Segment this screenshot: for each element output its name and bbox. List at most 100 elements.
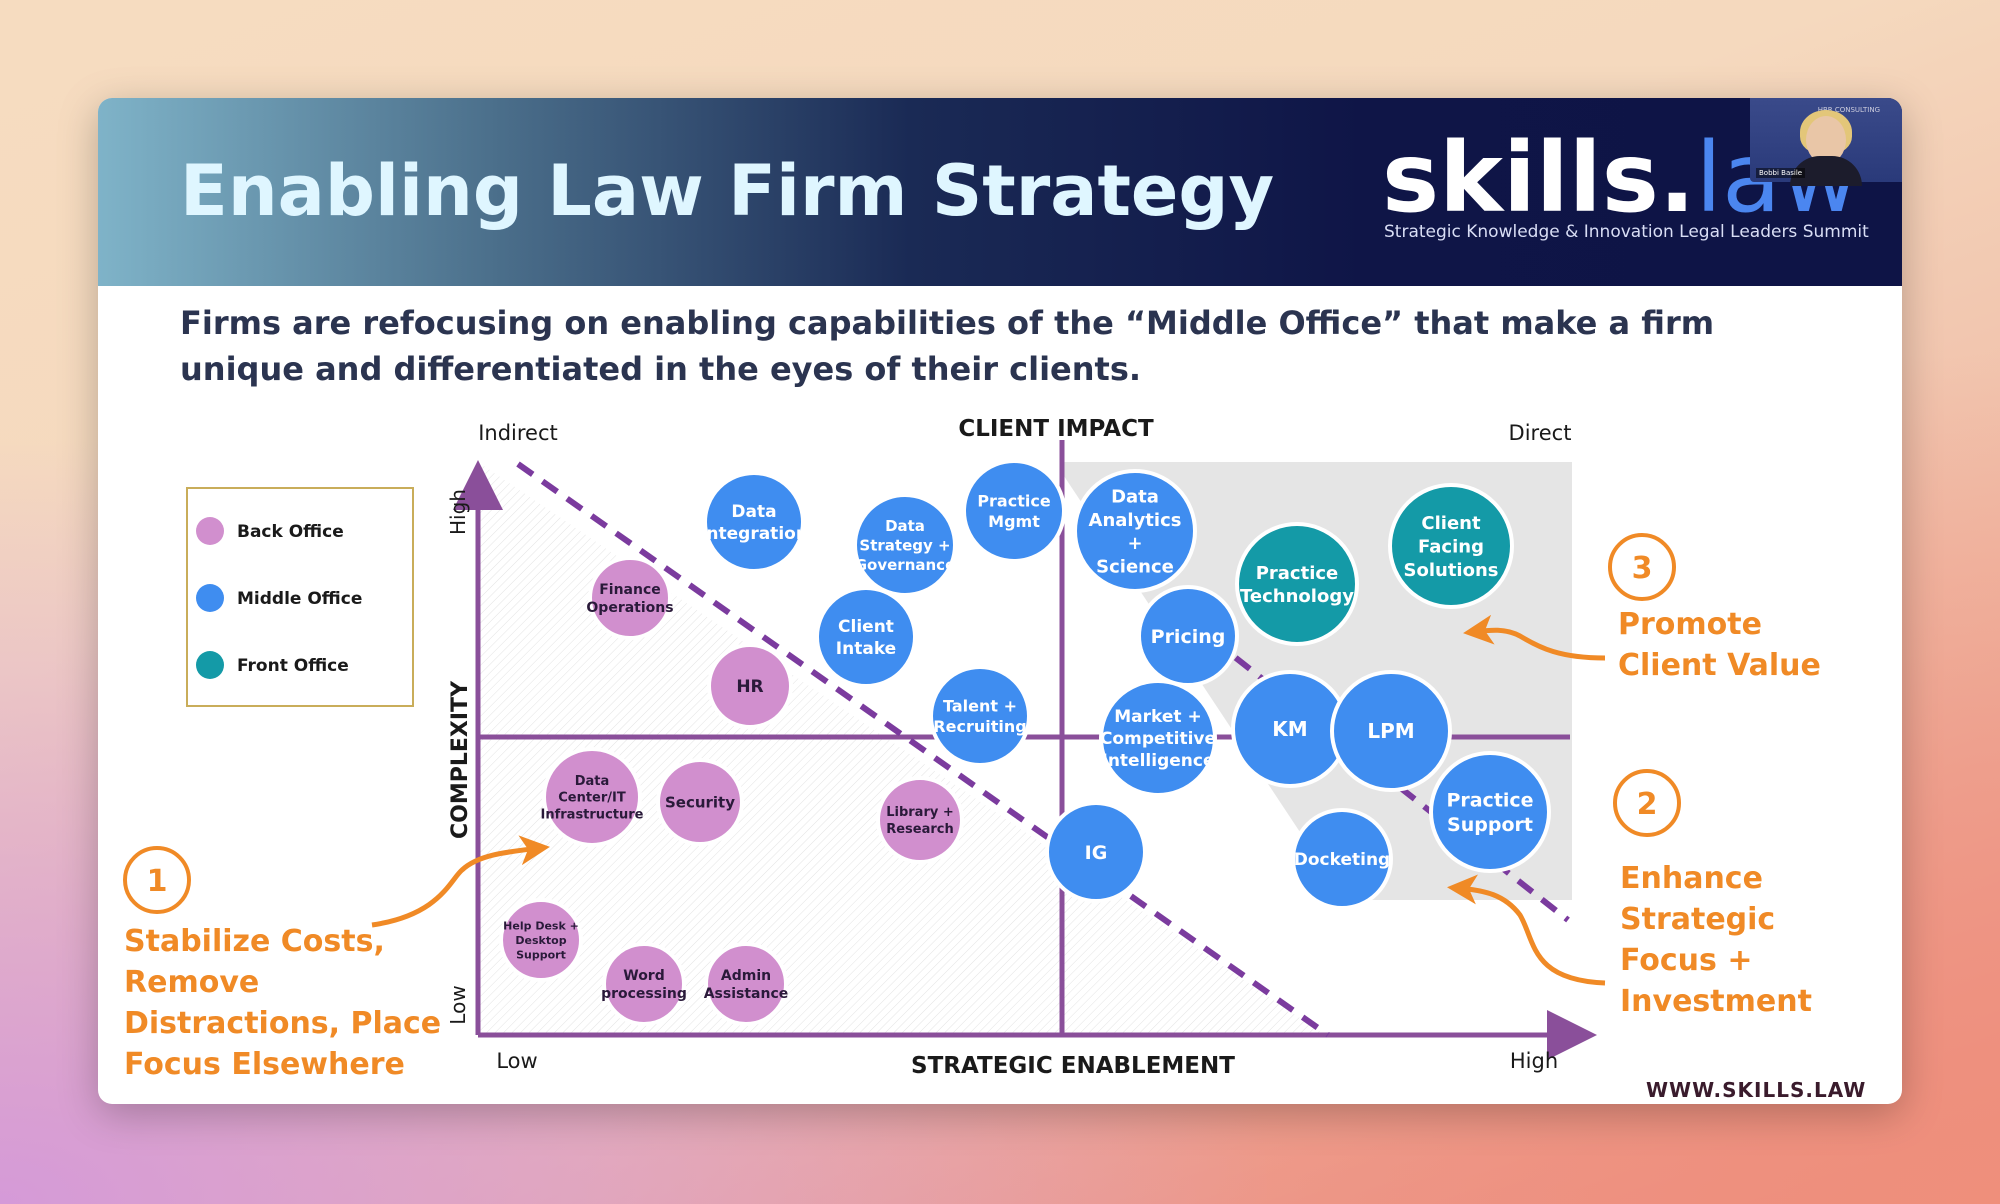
bubble-circle-back[interactable] (588, 556, 672, 640)
bubble-label: Word (623, 968, 665, 984)
callout-2-text-line: Investment (1620, 984, 1812, 1019)
diagonal-dashed-line-left (516, 461, 1330, 1038)
bubble-label: Facing (1418, 536, 1484, 557)
bubble-circle-back[interactable] (602, 942, 686, 1026)
bubble-circle-middle[interactable] (1291, 808, 1393, 910)
bubble-label: Solutions (1404, 560, 1499, 581)
x-axis-title: STRATEGIC ENABLEMENT (911, 1053, 1235, 1079)
bubble-circle-middle[interactable] (703, 471, 805, 573)
bubble-label: Governance (855, 556, 956, 574)
bubble-label: Docketing (1294, 850, 1390, 870)
legend-box (186, 487, 414, 707)
logo-tagline: Strategic Knowledge & Innovation Legal L… (1384, 222, 1869, 242)
bubble-label: Data (575, 774, 610, 789)
bubble-docketing[interactable]: Docketing (1291, 808, 1393, 910)
bubble-circle-middle[interactable] (929, 665, 1031, 767)
legend-swatch-back (196, 517, 224, 545)
bubble-label: Support (516, 948, 566, 961)
bubble-circle-front[interactable] (1388, 483, 1514, 609)
bubble-circle-middle[interactable] (1429, 751, 1551, 873)
bubble-label: Practice (977, 491, 1051, 510)
bubble-ig[interactable]: IG (1045, 801, 1147, 903)
slide-subtitle: Firms are refocusing on enabling capabil… (180, 304, 1715, 388)
bubble-circle-middle[interactable] (1330, 670, 1452, 792)
bubble-circle-front[interactable] (1235, 522, 1359, 646)
slide-title: Enabling Law Firm Strategy (180, 150, 1275, 232)
bubble-label: Client (838, 617, 894, 637)
legend-label-middle: Middle Office (237, 589, 362, 609)
bubble-circle-back[interactable] (542, 747, 642, 847)
bubble-label: Help Desk + (503, 920, 579, 933)
bubble-label: Data (731, 502, 776, 522)
bubble-circle-middle[interactable] (815, 586, 917, 688)
bubble-label: Recruiting (933, 717, 1026, 736)
bubble-label: Strategy + (859, 536, 950, 554)
callout-1-text-line: Remove (124, 965, 259, 1000)
x-axis-high-label: High (1510, 1049, 1558, 1073)
bubble-circle-middle[interactable] (1073, 469, 1197, 593)
bubble-circle-middle[interactable] (1045, 801, 1147, 903)
bubble-circle-back[interactable] (707, 643, 793, 729)
bubble-library-research[interactable]: Library + Research (876, 776, 964, 864)
bubbles-layer: FinanceOperationsHRDataCenter/ITInfrastr… (499, 459, 1551, 1026)
bubble-security[interactable]: Security (656, 758, 744, 846)
bubble-circle-middle[interactable] (962, 459, 1066, 563)
bubble-label: IG (1085, 842, 1108, 864)
footer-url[interactable]: WWW.SKILLS.LAW (1646, 1078, 1867, 1102)
bubble-label: Finance (599, 582, 661, 598)
callout-2-text-line: Strategic (1620, 902, 1775, 937)
slide-header: Enabling Law Firm Strategy skills.law St… (98, 98, 1902, 286)
y-axis-low-label: Low (446, 985, 470, 1024)
bubble-km[interactable]: KM (1231, 670, 1349, 788)
bubble-label: Research (886, 822, 954, 837)
legend-swatch-front (196, 651, 224, 679)
bubble-label: Science (1096, 557, 1174, 578)
speaker-webcam-thumbnail[interactable]: HBR CONSULTING Bobbi Basile (1750, 98, 1902, 186)
callout-1-text-line: Distractions, Place (124, 1006, 441, 1041)
bubble-circle-back[interactable] (656, 758, 744, 846)
callout-2-text-line: Enhance (1620, 861, 1763, 896)
callout-3-text-line: Promote (1618, 607, 1762, 642)
bubble-talent-recruiting[interactable]: Talent +Recruiting (929, 665, 1031, 767)
bubble-label: HR (736, 677, 763, 697)
bubble-label: Admin (721, 968, 771, 984)
bubble-circle-back[interactable] (704, 942, 788, 1026)
bubble-label: Pricing (1151, 626, 1226, 648)
callout-2-number-ring (1613, 769, 1681, 837)
bubble-label: Center/IT (558, 791, 626, 806)
bubble-circle-back[interactable] (499, 898, 583, 982)
webcam-badge: HBR CONSULTING (1817, 106, 1880, 114)
callout-3-text-line: Client Value (1618, 648, 1821, 683)
bubble-label: Library + (886, 805, 954, 820)
bubble-circle-middle[interactable] (1099, 679, 1217, 797)
bubble-circle-middle[interactable] (1137, 585, 1239, 687)
bubble-hr[interactable]: HR (707, 643, 793, 729)
bubble-label: Mgmt (988, 512, 1040, 531)
bubble-circle-middle[interactable] (853, 493, 957, 597)
speaker-name: Bobbi Basile (1756, 168, 1806, 178)
indirect-label: Indirect (478, 421, 558, 445)
bubble-label: Technology (1240, 586, 1354, 607)
callout-3-number: 3 (1632, 551, 1653, 586)
bubble-circle-back[interactable] (876, 776, 964, 864)
bubble-pricing[interactable]: Pricing (1137, 585, 1239, 687)
y-axis-high-label: High (446, 489, 470, 535)
bubble-label: KM (1272, 717, 1307, 741)
bubble-lpm[interactable]: LPM (1330, 670, 1452, 792)
